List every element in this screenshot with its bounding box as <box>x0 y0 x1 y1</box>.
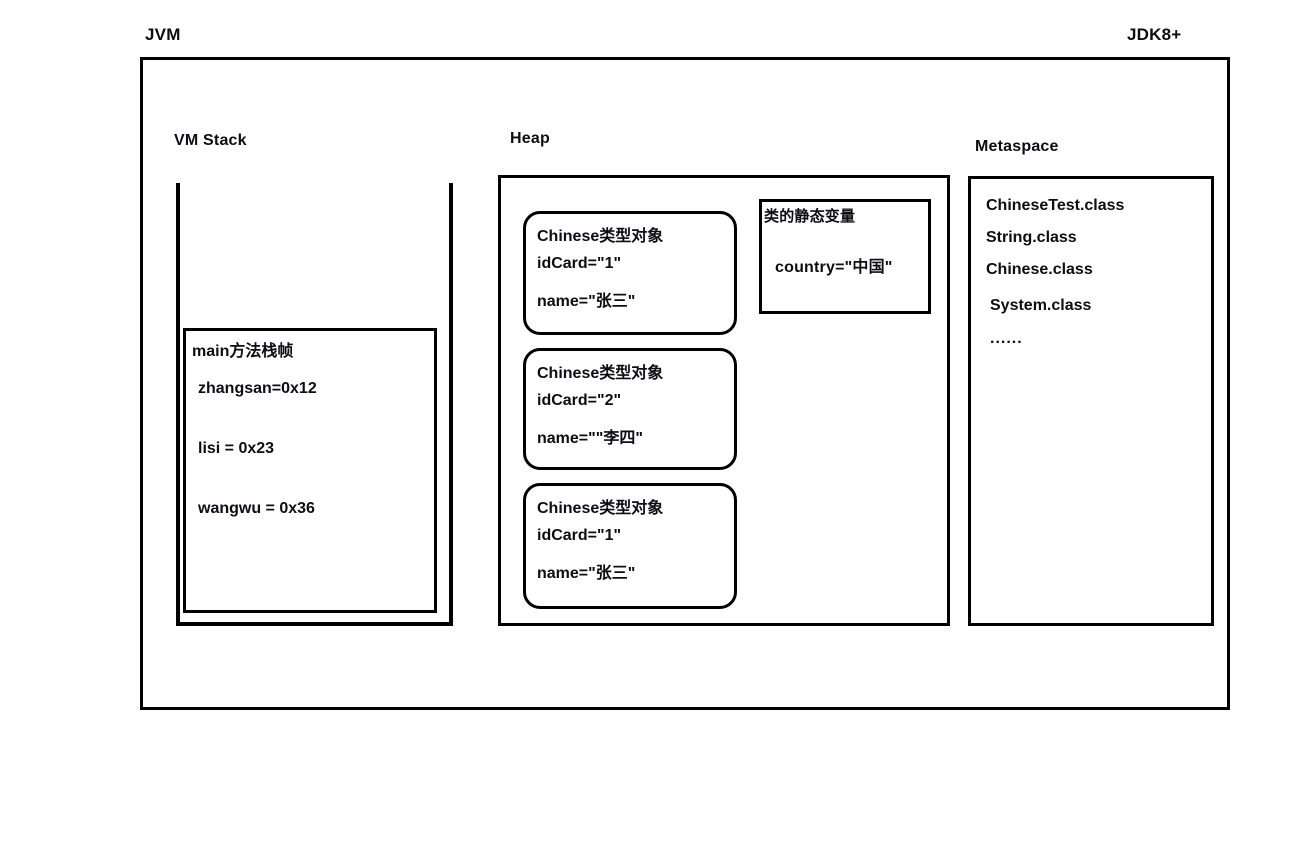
stack-variable-zhangsan: zhangsan=0x12 <box>198 380 317 397</box>
jdk-version-label: JDK8+ <box>1127 25 1182 44</box>
heap-object-name: name="张三" <box>537 293 636 310</box>
metaspace-class-entry: Chinese.class <box>986 261 1093 278</box>
heap-object-name: name=""李四" <box>537 430 643 447</box>
stack-variable-lisi: lisi = 0x23 <box>198 440 275 457</box>
metaspace-class-entry: String.class <box>986 229 1077 246</box>
static-variable-title: 类的静态变量 <box>764 208 856 225</box>
metaspace-class-entry: System.class <box>990 297 1092 314</box>
heap-object-name: name="张三" <box>537 565 636 582</box>
static-variable-country: country="中国" <box>775 259 893 276</box>
heap-object-idcard: idCard="1" <box>537 255 622 272</box>
heap-object-box <box>523 483 737 609</box>
heap-object-box <box>523 211 737 335</box>
metaspace-label: Metaspace <box>975 138 1059 155</box>
heap-object-type: Chinese类型对象 <box>537 500 664 517</box>
metaspace-class-entry: ChineseTest.class <box>986 197 1125 214</box>
stack-variable-wangwu: wangwu = 0x36 <box>198 500 315 517</box>
stack-frame-title: main方法栈帧 <box>192 343 294 360</box>
main-method-stack-frame <box>183 328 437 613</box>
heap-object-type: Chinese类型对象 <box>537 228 664 245</box>
jvm-title: JVM <box>145 25 181 44</box>
vm-stack-label: VM Stack <box>174 132 247 149</box>
static-variable-box <box>759 199 931 314</box>
heap-object-idcard: idCard="1" <box>537 527 622 544</box>
vm-stack-container <box>176 183 453 626</box>
heap-object-idcard: idCard="2" <box>537 392 622 409</box>
heap-object-box <box>523 348 737 470</box>
heap-label: Heap <box>510 130 550 147</box>
heap-object-type: Chinese类型对象 <box>537 365 664 382</box>
metaspace-container <box>968 176 1214 626</box>
metaspace-ellipsis: ...... <box>990 330 1023 347</box>
